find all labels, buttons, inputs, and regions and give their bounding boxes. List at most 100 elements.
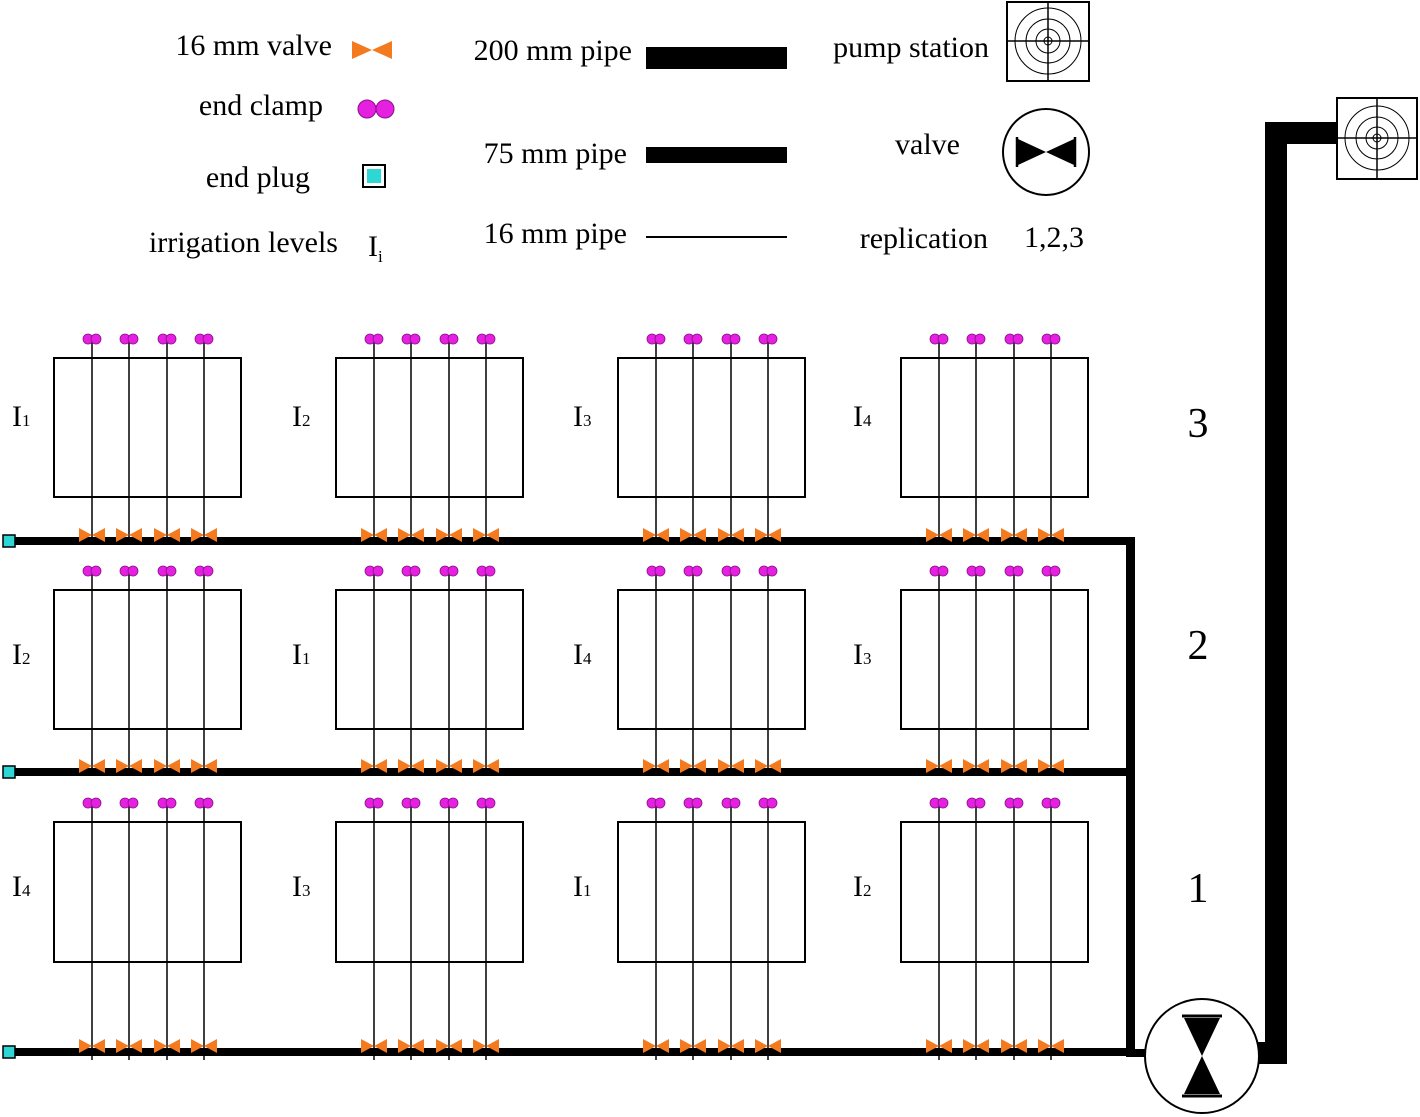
valve-16mm-icon [1038, 1039, 1064, 1053]
end-clamp-icon [721, 333, 741, 345]
end-clamp-icon [758, 333, 778, 345]
valve-16mm-icon [191, 1039, 217, 1053]
end-plug-icon [2, 765, 16, 779]
valve-16mm-icon [154, 1039, 180, 1053]
valve-16mm-icon [473, 759, 499, 773]
manifold-vertical-pipe [1126, 539, 1135, 1056]
legend-replication-values: 1,2,3 [1024, 221, 1084, 254]
plot-irrigation-level-label: I2 [12, 638, 31, 671]
valve-16mm-icon [926, 528, 952, 542]
legend-valve-16mm-label: 16 mm valve [175, 29, 332, 62]
valve-16mm-icon [361, 759, 387, 773]
end-clamp-icon [82, 333, 102, 345]
plot-box [900, 821, 1089, 963]
end-clamp-icon [439, 333, 459, 345]
valve-16mm-icon [643, 1039, 669, 1053]
plot-box [900, 357, 1089, 498]
end-plug-icon [2, 534, 16, 548]
plot-box [53, 821, 242, 963]
end-clamp-icon [721, 797, 741, 809]
end-clamp-icon [157, 797, 177, 809]
valve-16mm-icon [680, 759, 706, 773]
legend-irrigation-levels-label: irrigation levels [149, 226, 338, 259]
plot-irrigation-level-label: I1 [12, 400, 31, 433]
end-clamp-icon [966, 333, 986, 345]
valve-16mm-icon [926, 759, 952, 773]
end-clamp-icon [439, 797, 459, 809]
main-supply [1233, 97, 1418, 1064]
valve-16mm-icon [1038, 759, 1064, 773]
plot-irrigation-level-label: I3 [853, 638, 872, 671]
valve-16mm-icon [755, 1039, 781, 1053]
end-clamp-icon [364, 333, 384, 345]
end-clamp-icon [194, 797, 214, 809]
end-clamp-icon [721, 565, 741, 577]
plot-box [53, 589, 242, 730]
pump-station-icon [1006, 1, 1090, 82]
end-clamp-icon [966, 797, 986, 809]
valve-16mm-icon [79, 759, 105, 773]
plot-irrigation-level-label: I1 [573, 870, 592, 903]
end-clamp-icon [1041, 333, 1061, 345]
end-clamp-icon [1041, 797, 1061, 809]
plot-box [900, 589, 1089, 730]
end-clamp-icon [476, 333, 496, 345]
end-clamp-icon [1004, 333, 1024, 345]
replication-number: 2 [1188, 623, 1209, 669]
end-clamp-icon [157, 333, 177, 345]
legend-pump-station-label: pump station [833, 31, 989, 64]
plot: I4 [853, 333, 1089, 542]
end-clamp-icon [194, 333, 214, 345]
end-clamp-icon [194, 565, 214, 577]
legend-valve-label: valve [895, 128, 960, 161]
plot: I1 [12, 333, 242, 542]
end-clamp-icon [929, 797, 949, 809]
valve-16mm-icon [1001, 759, 1027, 773]
end-clamp-icon [82, 797, 102, 809]
plot-box [617, 589, 806, 730]
submain-pipe-75mm [8, 537, 1135, 545]
main-valve-icon [1144, 998, 1260, 1114]
end-clamp-icon [82, 565, 102, 577]
valve-16mm-icon [79, 1039, 105, 1053]
valve-16mm-icon [154, 528, 180, 542]
valve-16mm-icon [755, 759, 781, 773]
legend: 16 mm valve end clamp end plug irrigatio… [149, 1, 1090, 266]
valve-16mm-icon [191, 759, 217, 773]
plot-irrigation-level-label: I4 [853, 400, 872, 433]
plot-irrigation-level-label: I3 [573, 400, 592, 433]
plot-box [53, 357, 242, 498]
legend-irrigation-symbol: Ii [368, 230, 383, 266]
end-clamp-icon [1041, 565, 1061, 577]
end-clamp-icon [1004, 565, 1024, 577]
legend-replication-label: replication [860, 222, 988, 255]
plot: I4 [12, 797, 242, 1060]
end-clamp-icon [758, 797, 778, 809]
plot: I4 [573, 565, 806, 773]
valve-16mm-icon [398, 759, 424, 773]
valve-16mm-icon [352, 41, 392, 59]
valve-16mm-icon [963, 1039, 989, 1053]
plot-box [335, 357, 524, 498]
legend-end-plug-label: end plug [206, 161, 310, 194]
valve-16mm-icon [643, 528, 669, 542]
end-clamp-icon [401, 797, 421, 809]
end-clamp-icon [119, 797, 139, 809]
valve-16mm-icon [718, 1039, 744, 1053]
end-clamp-icon [401, 333, 421, 345]
manifold [1126, 539, 1260, 1114]
plot-irrigation-level-label: I2 [292, 400, 311, 433]
end-clamp-icon [364, 565, 384, 577]
valve-16mm-icon [1001, 528, 1027, 542]
pipe-75mm-icon [646, 147, 787, 163]
end-clamp-icon [401, 565, 421, 577]
end-clamp-icon [157, 565, 177, 577]
end-clamp-icon [476, 797, 496, 809]
valve-16mm-icon [473, 528, 499, 542]
end-clamp-icon [357, 99, 395, 119]
valve-16mm-icon [436, 528, 462, 542]
end-clamp-icon [929, 565, 949, 577]
